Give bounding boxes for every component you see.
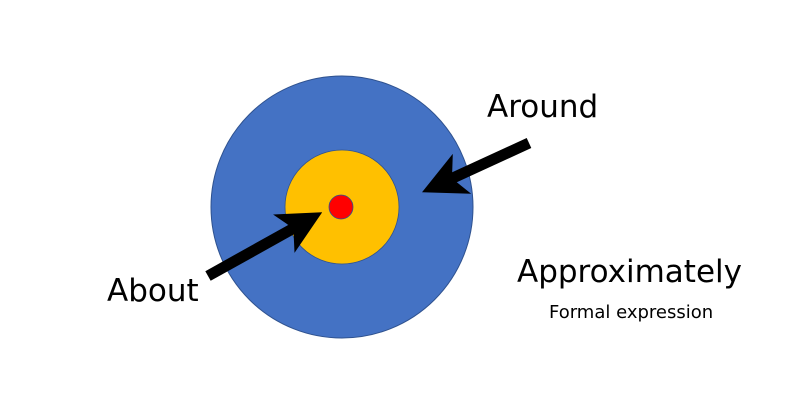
- center-dot: [328, 194, 354, 220]
- about-arrow: [205, 212, 323, 281]
- approximately-label: Approximately: [517, 254, 742, 290]
- about-label: About: [107, 273, 199, 309]
- formal-expression-note: Formal expression: [549, 302, 714, 323]
- around-label: Around: [487, 89, 599, 125]
- around-arrow: [422, 138, 532, 194]
